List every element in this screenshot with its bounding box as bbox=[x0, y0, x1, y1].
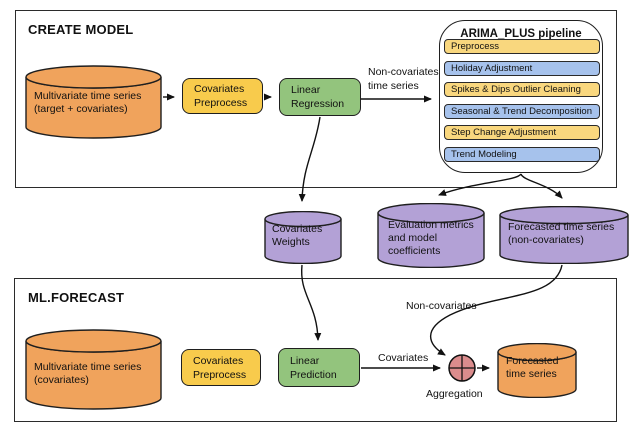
db-forecasted-time-series bbox=[497, 343, 577, 398]
db-covariates-weights-label: Covariates Weights bbox=[272, 223, 323, 248]
db-forecasted-noncovariates bbox=[499, 206, 629, 264]
linear-regression-box: Linear Regression bbox=[279, 78, 361, 116]
arima-plus-pipeline-panel: ARIMA_PLUS pipeline Preprocess Holiday A… bbox=[439, 20, 603, 173]
db-evaluation-metrics-label: Evaluation metrics and model coefficient… bbox=[388, 219, 474, 257]
label-noncovariates: Non-covariates bbox=[406, 300, 477, 312]
db-multivariate-target-covariates bbox=[25, 65, 162, 139]
pipeline-step-step-change: Step Change Adjustment bbox=[444, 125, 600, 140]
create-model-title: CREATE MODEL bbox=[28, 22, 134, 37]
linear-prediction-box: Linear Prediction bbox=[278, 348, 360, 387]
pipeline-title: ARIMA_PLUS pipeline bbox=[460, 28, 582, 40]
covariates-preprocess-box-create: Covariates Preprocess bbox=[182, 78, 263, 114]
pipeline-step-holiday-adjustment: Holiday Adjustment bbox=[444, 60, 600, 76]
db-multivariate-covariates-label: Multivariate time series (covariates) bbox=[34, 361, 142, 386]
db-evaluation-metrics bbox=[377, 203, 485, 268]
pipeline-step-seasonal-trend: Seasonal & Trend Decomposition bbox=[444, 103, 600, 119]
label-covariates: Covariates bbox=[378, 352, 429, 364]
ml-forecast-title: ML.FORECAST bbox=[28, 290, 125, 305]
pipeline-step-preprocess: Preprocess bbox=[444, 39, 600, 54]
db-multivariate-target-covariates-label: Multivariate time series (target + covar… bbox=[34, 90, 142, 115]
aggregation-label: Aggregation bbox=[426, 388, 483, 400]
pipeline-step-trend-modeling: Trend Modeling bbox=[444, 146, 600, 162]
db-forecasted-noncovariates-label: Forecasted time series (non-covariates) bbox=[508, 221, 615, 246]
pipeline-step-spikes-dips: Spikes & Dips Outlier Cleaning bbox=[444, 82, 600, 97]
db-multivariate-covariates bbox=[25, 329, 162, 410]
db-forecasted-time-series-label: Forecasted time series bbox=[506, 355, 559, 380]
covariates-preprocess-box-forecast: Covariates Preprocess bbox=[181, 349, 261, 386]
db-covariates-weights bbox=[264, 211, 342, 264]
label-noncovariates-time-series: Non-covariates time series bbox=[368, 66, 439, 92]
